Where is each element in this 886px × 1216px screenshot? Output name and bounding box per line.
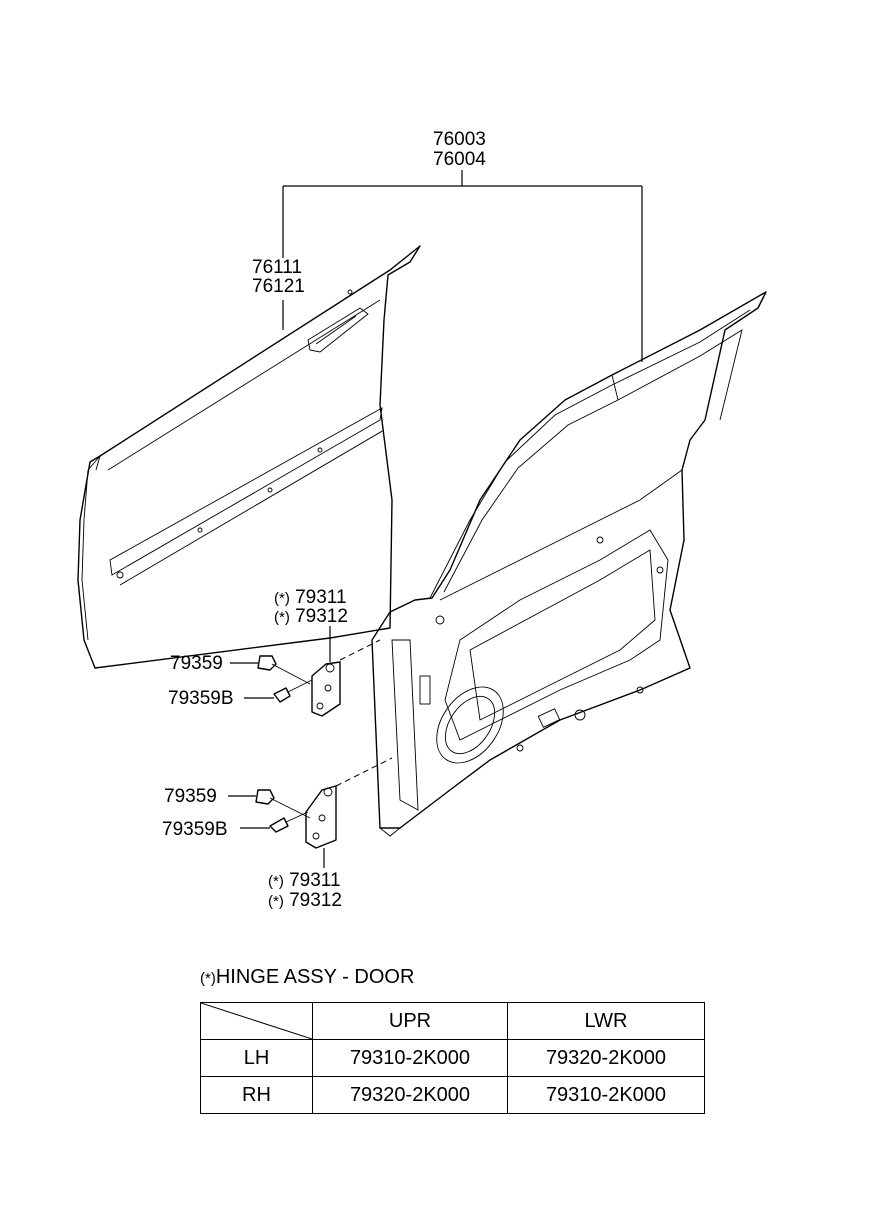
star-marker: (*) — [274, 609, 290, 626]
label-door-assy-2: 76004 — [433, 149, 486, 170]
table-header-lwr: LWR — [507, 1002, 705, 1040]
table-cell-lwr: 79320-2K000 — [507, 1039, 705, 1077]
hinge-legend: (*)HINGE ASSY - DOOR — [200, 966, 414, 989]
hinge-lower-number-2: 79312 — [289, 890, 342, 911]
upper-hinge — [230, 626, 381, 717]
lower-bolt — [228, 789, 311, 819]
lower-bolt-b — [240, 811, 309, 833]
table-cell-upr: 79320-2K000 — [312, 1076, 508, 1114]
label-door-assy-1: 76003 — [433, 129, 486, 150]
label-outer-panel-1: 76111 — [252, 257, 303, 278]
table-cell-side: LH — [200, 1039, 313, 1077]
hinge-lower-number-1: 79311 — [289, 870, 341, 891]
hinge-upper-number-1: 79311 — [295, 587, 347, 608]
label-outer-panel-2: 76121 — [252, 276, 305, 297]
inner-door-frame — [371, 291, 767, 837]
label-hinge-lower-1: (*) 79311 — [268, 871, 341, 892]
table-header-upr: UPR — [312, 1002, 508, 1040]
label-hinge-lower-2: (*) 79312 — [268, 891, 342, 912]
label-bolt-lower: 79359 — [164, 786, 217, 807]
corner-diagonal — [201, 1003, 312, 1039]
star-marker: (*) — [268, 873, 284, 890]
star-marker: (*) — [268, 893, 284, 910]
label-hinge-upper-1: (*) 79311 — [274, 588, 347, 609]
label-hinge-upper-2: (*) 79312 — [274, 607, 348, 628]
label-bolt-upper-b: 79359B — [168, 688, 234, 709]
table-cell-side: RH — [200, 1076, 313, 1114]
hinge-upper-number-2: 79312 — [295, 606, 348, 627]
table-header-row: UPR LWR — [200, 1002, 705, 1040]
label-bolt-upper: 79359 — [170, 653, 223, 674]
table-cell-upr: 79310-2K000 — [312, 1039, 508, 1077]
table-row: RH 79320-2K000 79310-2K000 — [200, 1076, 705, 1114]
outer-door-panel — [77, 245, 421, 669]
table-corner-cell — [200, 1002, 313, 1040]
legend-symbol: (*) — [200, 970, 216, 987]
legend-text: HINGE ASSY - DOOR — [215, 966, 415, 988]
table-row: LH 79310-2K000 79320-2K000 — [200, 1039, 705, 1077]
label-bolt-lower-b: 79359B — [162, 819, 228, 840]
lower-hinge — [228, 757, 393, 868]
hinge-part-table: UPR LWR LH 79310-2K000 79320-2K000 RH 79… — [200, 1002, 705, 1114]
table-cell-lwr: 79310-2K000 — [507, 1076, 705, 1114]
assembly-leader — [282, 170, 643, 362]
upper-bolt-b — [244, 679, 313, 703]
upper-bolt — [230, 655, 311, 685]
star-marker: (*) — [274, 590, 290, 607]
